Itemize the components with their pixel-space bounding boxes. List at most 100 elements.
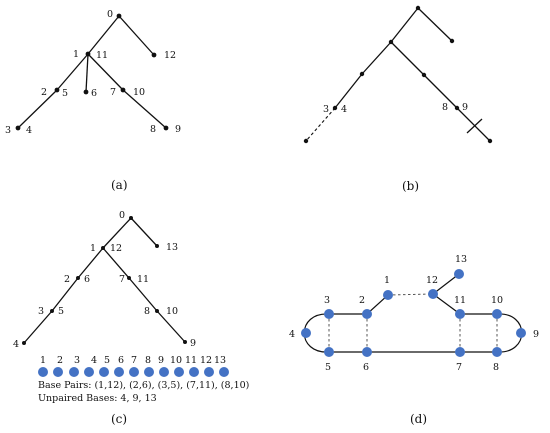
- base-node: [69, 367, 79, 377]
- base-node: [219, 367, 229, 377]
- base-node: [84, 367, 94, 377]
- bead-label: 2: [57, 355, 63, 366]
- tree-node: [155, 244, 159, 248]
- tree-node: [421, 72, 427, 78]
- node-label: 8: [144, 306, 150, 317]
- node-label: 6: [91, 88, 97, 99]
- tree-node: [183, 340, 187, 344]
- node-label: 3: [38, 306, 44, 317]
- node-label: 3: [324, 295, 330, 306]
- node-label: 0: [119, 210, 125, 221]
- bead-label: 6: [118, 355, 124, 366]
- tree-node: [332, 105, 338, 111]
- panel-b: 3 4 8 9: [303, 5, 493, 144]
- base-node: [53, 367, 63, 377]
- bead-label: 10: [170, 355, 182, 366]
- base-node: [301, 328, 311, 338]
- panel-label-d: (d): [410, 412, 427, 426]
- node-label: 12: [164, 50, 176, 61]
- base-node: [159, 367, 169, 377]
- tree-node: [15, 125, 21, 131]
- node-label: 1: [73, 49, 79, 60]
- base-node: [362, 347, 372, 357]
- tree-node: [101, 246, 105, 250]
- tree-node: [120, 87, 126, 93]
- bead-label: 4: [91, 355, 97, 366]
- node-label: 7: [456, 362, 462, 373]
- node-label: 7: [119, 274, 125, 285]
- tree-node: [76, 276, 80, 280]
- node-label: 3: [5, 125, 11, 136]
- node-label: 10: [166, 306, 178, 317]
- tree-node: [449, 38, 455, 44]
- node-label: 6: [363, 362, 369, 373]
- bead-label: 3: [74, 355, 80, 366]
- node-label: 7: [110, 87, 116, 98]
- node-label: 4: [341, 104, 347, 115]
- tree-node: [127, 276, 131, 280]
- bead-label: 7: [131, 355, 137, 366]
- node-label: 13: [455, 254, 467, 265]
- tree-node: [151, 52, 157, 58]
- node-label: 1: [90, 243, 96, 254]
- tree-node: [83, 89, 89, 95]
- node-label: 11: [96, 50, 108, 61]
- bead-label: 5: [104, 355, 110, 366]
- panel-c: 0 1 12 13 2 6 7 11 3 5 8 10 4 9 1 2 3 4 …: [13, 210, 249, 404]
- node-label: 5: [58, 306, 64, 317]
- base-node: [383, 290, 393, 300]
- unpaired-bases-text: Unpaired Bases: 4, 9, 13: [38, 393, 157, 404]
- bead-label: 1: [40, 355, 46, 366]
- bead-label: 12: [200, 355, 212, 366]
- bead-label: 9: [158, 355, 164, 366]
- tree-node: [50, 309, 54, 313]
- node-label: 2: [41, 87, 47, 98]
- base-node: [492, 347, 502, 357]
- tree-node: [54, 87, 60, 93]
- tree-node: [163, 125, 169, 131]
- base-node: [114, 367, 124, 377]
- base-node: [454, 269, 464, 279]
- node-label: 12: [110, 243, 122, 254]
- panel-label-c: (c): [111, 412, 127, 426]
- panel-label-a: (a): [111, 178, 128, 192]
- base-node: [144, 367, 154, 377]
- node-label: 8: [150, 124, 156, 135]
- bead-label: 8: [145, 355, 151, 366]
- node-label: 2: [64, 274, 70, 285]
- base-node: [492, 309, 502, 319]
- node-label: 9: [533, 329, 539, 340]
- node-label: 4: [26, 125, 32, 136]
- base-node: [324, 347, 334, 357]
- tree-node: [116, 13, 122, 19]
- node-label: 5: [62, 88, 68, 99]
- node-label: 1: [384, 275, 390, 286]
- node-label: 10: [133, 87, 145, 98]
- tree-node: [129, 216, 133, 220]
- node-label: 2: [359, 295, 365, 306]
- node-label: 8: [442, 102, 448, 113]
- bead-label: 13: [214, 355, 226, 366]
- base-node: [362, 309, 372, 319]
- base-node: [38, 367, 48, 377]
- tree-node: [22, 341, 26, 345]
- base-node: [428, 289, 438, 299]
- panel-d: 1 12 13 2 11 3 10 4 9 5 6 7 8: [289, 254, 539, 373]
- node-label: 0: [107, 9, 113, 20]
- tree-node: [388, 39, 394, 45]
- base-node: [129, 367, 139, 377]
- node-label: 3: [323, 104, 329, 115]
- base-node: [516, 328, 526, 338]
- node-label: 9: [462, 102, 468, 113]
- base-node: [455, 347, 465, 357]
- tree-node: [155, 309, 159, 313]
- bead-label: 11: [185, 355, 197, 366]
- base-node: [189, 367, 199, 377]
- node-label: 4: [289, 329, 295, 340]
- tree-node: [303, 138, 309, 144]
- tree-node: [415, 5, 421, 11]
- tree-node: [454, 105, 460, 111]
- node-label: 13: [166, 242, 178, 253]
- tree-node: [85, 51, 91, 57]
